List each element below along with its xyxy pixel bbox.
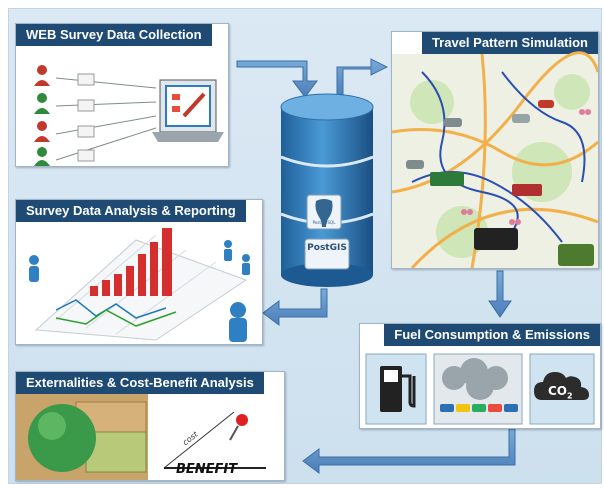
co2-text: CO: [548, 384, 568, 398]
people-icons: [29, 240, 250, 342]
traffic-cars-icon: [440, 404, 518, 412]
travel-pattern-title: Travel Pattern Simulation: [421, 32, 598, 54]
arrow-simulation-to-fuel: [488, 270, 512, 318]
bar-chart-icon: [90, 228, 172, 296]
externalities-illustration: [16, 394, 266, 480]
panel-fuel-emissions: Fuel Consumption & Emissions CO2: [359, 323, 601, 429]
arrow-db-to-analysis: [262, 288, 328, 326]
postgresql-logo-label: PostgreSQL: [312, 220, 336, 225]
flow-arrows: [236, 58, 516, 474]
smog-cloud-icon: [442, 358, 508, 400]
web-survey-illustration: [34, 65, 224, 166]
co2-subscript: 2: [567, 391, 573, 401]
fuel-pump-icon: [380, 366, 416, 412]
panel-externalities: Externalities & Cost-Benefit Analysis co…: [15, 371, 285, 481]
diagram-canvas: PostgreSQL PostGIS WEB Survey Data Colle…: [8, 8, 602, 484]
arrow-fuel-to-externalities: [302, 428, 516, 474]
fuel-emissions-title: Fuel Consumption & Emissions: [384, 324, 600, 346]
benefit-label: BENEFIT: [176, 462, 238, 477]
laptop-icon: [152, 79, 224, 142]
pedestrian-icons: [461, 109, 591, 225]
arrow-survey-to-db: [236, 60, 318, 98]
vehicle-icons: [406, 100, 594, 266]
city-map: [392, 51, 598, 268]
pushpin-icon: [229, 414, 248, 441]
arrow-db-to-simulation: [336, 58, 389, 98]
panel-web-survey: WEB Survey Data Collection: [15, 23, 229, 167]
survey-analysis-title: Survey Data Analysis & Reporting: [16, 200, 246, 222]
respondent-icons: [34, 65, 50, 166]
externalities-title: Externalities & Cost-Benefit Analysis: [16, 372, 264, 394]
panel-survey-analysis: Survey Data Analysis & Reporting: [15, 199, 263, 345]
web-survey-title: WEB Survey Data Collection: [16, 24, 212, 46]
analysis-illustration: [29, 228, 250, 342]
fuel-emissions-illustration: [365, 353, 595, 425]
panel-travel-pattern: Travel Pattern Simulation: [391, 31, 599, 269]
globe-icon: [28, 404, 96, 472]
postgis-logo-label: PostGIS: [307, 243, 347, 253]
database-cylinder: [280, 93, 374, 287]
co2-cloud-icon: [534, 372, 589, 400]
co2-label: CO2: [548, 384, 573, 400]
